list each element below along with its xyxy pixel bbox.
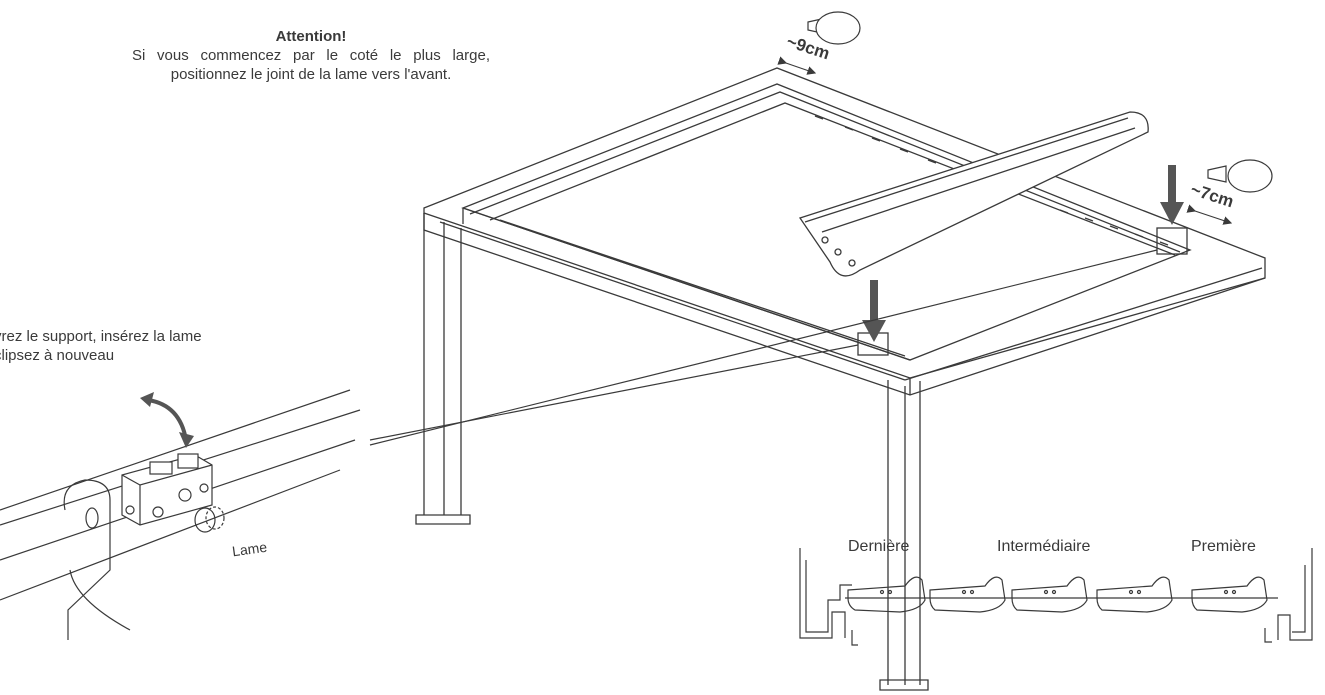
mallet-icon: [807, 11, 1273, 193]
insert-arrows: [862, 165, 1184, 342]
attention-note: Attention! Si vous commencez par le coté…: [132, 27, 490, 84]
order-label-middle: Intermédiaire: [997, 538, 1091, 555]
blade-illustration: [798, 111, 1149, 277]
zoom-leader-lines: [369, 249, 1158, 446]
order-label-last: Dernière: [848, 538, 910, 555]
support-instruction: vrez le support, insérez la lame clipsez…: [0, 327, 294, 365]
attention-title: Attention!: [275, 28, 347, 45]
order-label-first: Première: [1191, 538, 1256, 555]
support-line-2: clipsez à nouveau: [0, 347, 115, 364]
measure-arrows: [777, 56, 1233, 225]
attention-body: Si vous commencez par le coté le plus la…: [132, 47, 490, 83]
support-line-1: vrez le support, insérez la lame: [0, 328, 202, 345]
pergola-frame: [415, 67, 1266, 691]
clip-detail: [0, 389, 361, 640]
blade-order-section: [799, 548, 1313, 646]
